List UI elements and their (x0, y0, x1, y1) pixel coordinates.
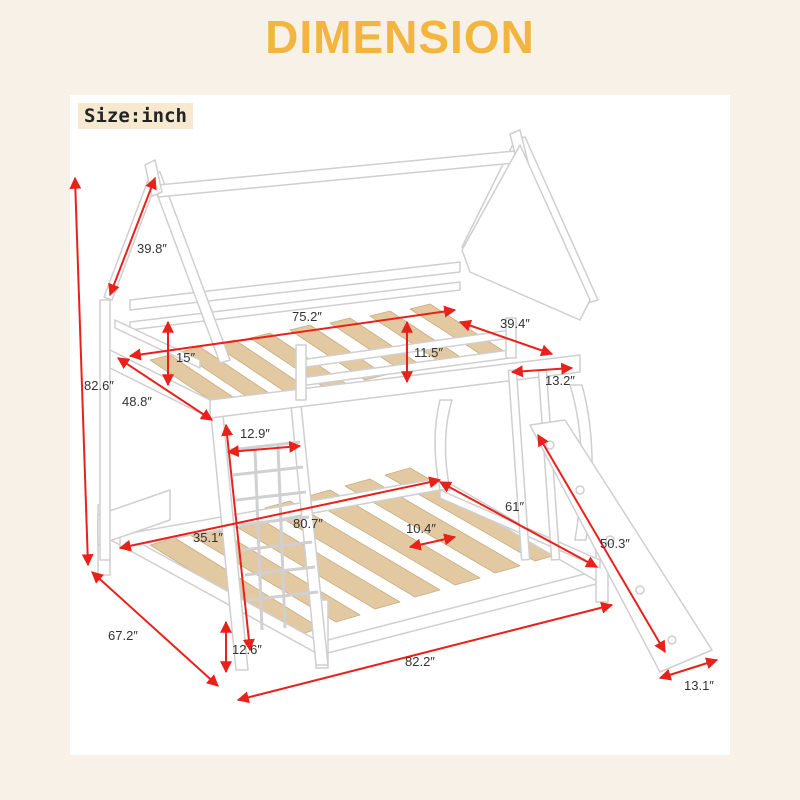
label-top-bunk-width: 48.8″ (122, 394, 152, 409)
label-slide-width: 13.1″ (684, 678, 714, 693)
label-slat-spacing: 10.4″ (406, 521, 436, 536)
label-guard-height-left: 15″ (176, 350, 195, 365)
label-bottom-overall-width: 67.2″ (108, 628, 138, 643)
label-bottom-width: 35.1″ (193, 530, 223, 545)
right-roof-panel (461, 144, 591, 321)
page-title: DIMENSION (265, 11, 535, 63)
label-roof-height: 39.8″ (137, 241, 167, 256)
label-overall-length-bottom: 82.2″ (405, 654, 435, 669)
upper-rail-post (295, 344, 307, 401)
label-top-depth: 39.4″ (500, 316, 530, 331)
label-slide-length: 50.3″ (600, 536, 630, 551)
label-guard-height-center: 11.5″ (414, 345, 443, 360)
size-unit-label: Size:inch (78, 103, 193, 129)
right-arch-leg (434, 399, 453, 491)
label-overall-length-top: 75.2″ (292, 309, 322, 324)
label-ladder-width: 12.9″ (240, 426, 270, 441)
label-bottom-rail-height: 12.6″ (232, 642, 262, 657)
bed-illustration (97, 129, 713, 673)
label-ladder-step-top: 13.2″ (545, 373, 575, 388)
label-bottom-depth: 61″ (505, 499, 524, 514)
label-overall-height: 82.6″ (84, 378, 114, 393)
roof-ridge-bar (157, 149, 526, 198)
roof-left-front (149, 171, 231, 364)
left-a-frame-leg (99, 299, 111, 561)
label-bottom-length: 80.7″ (293, 516, 323, 531)
dimension-arrows (69, 176, 719, 704)
